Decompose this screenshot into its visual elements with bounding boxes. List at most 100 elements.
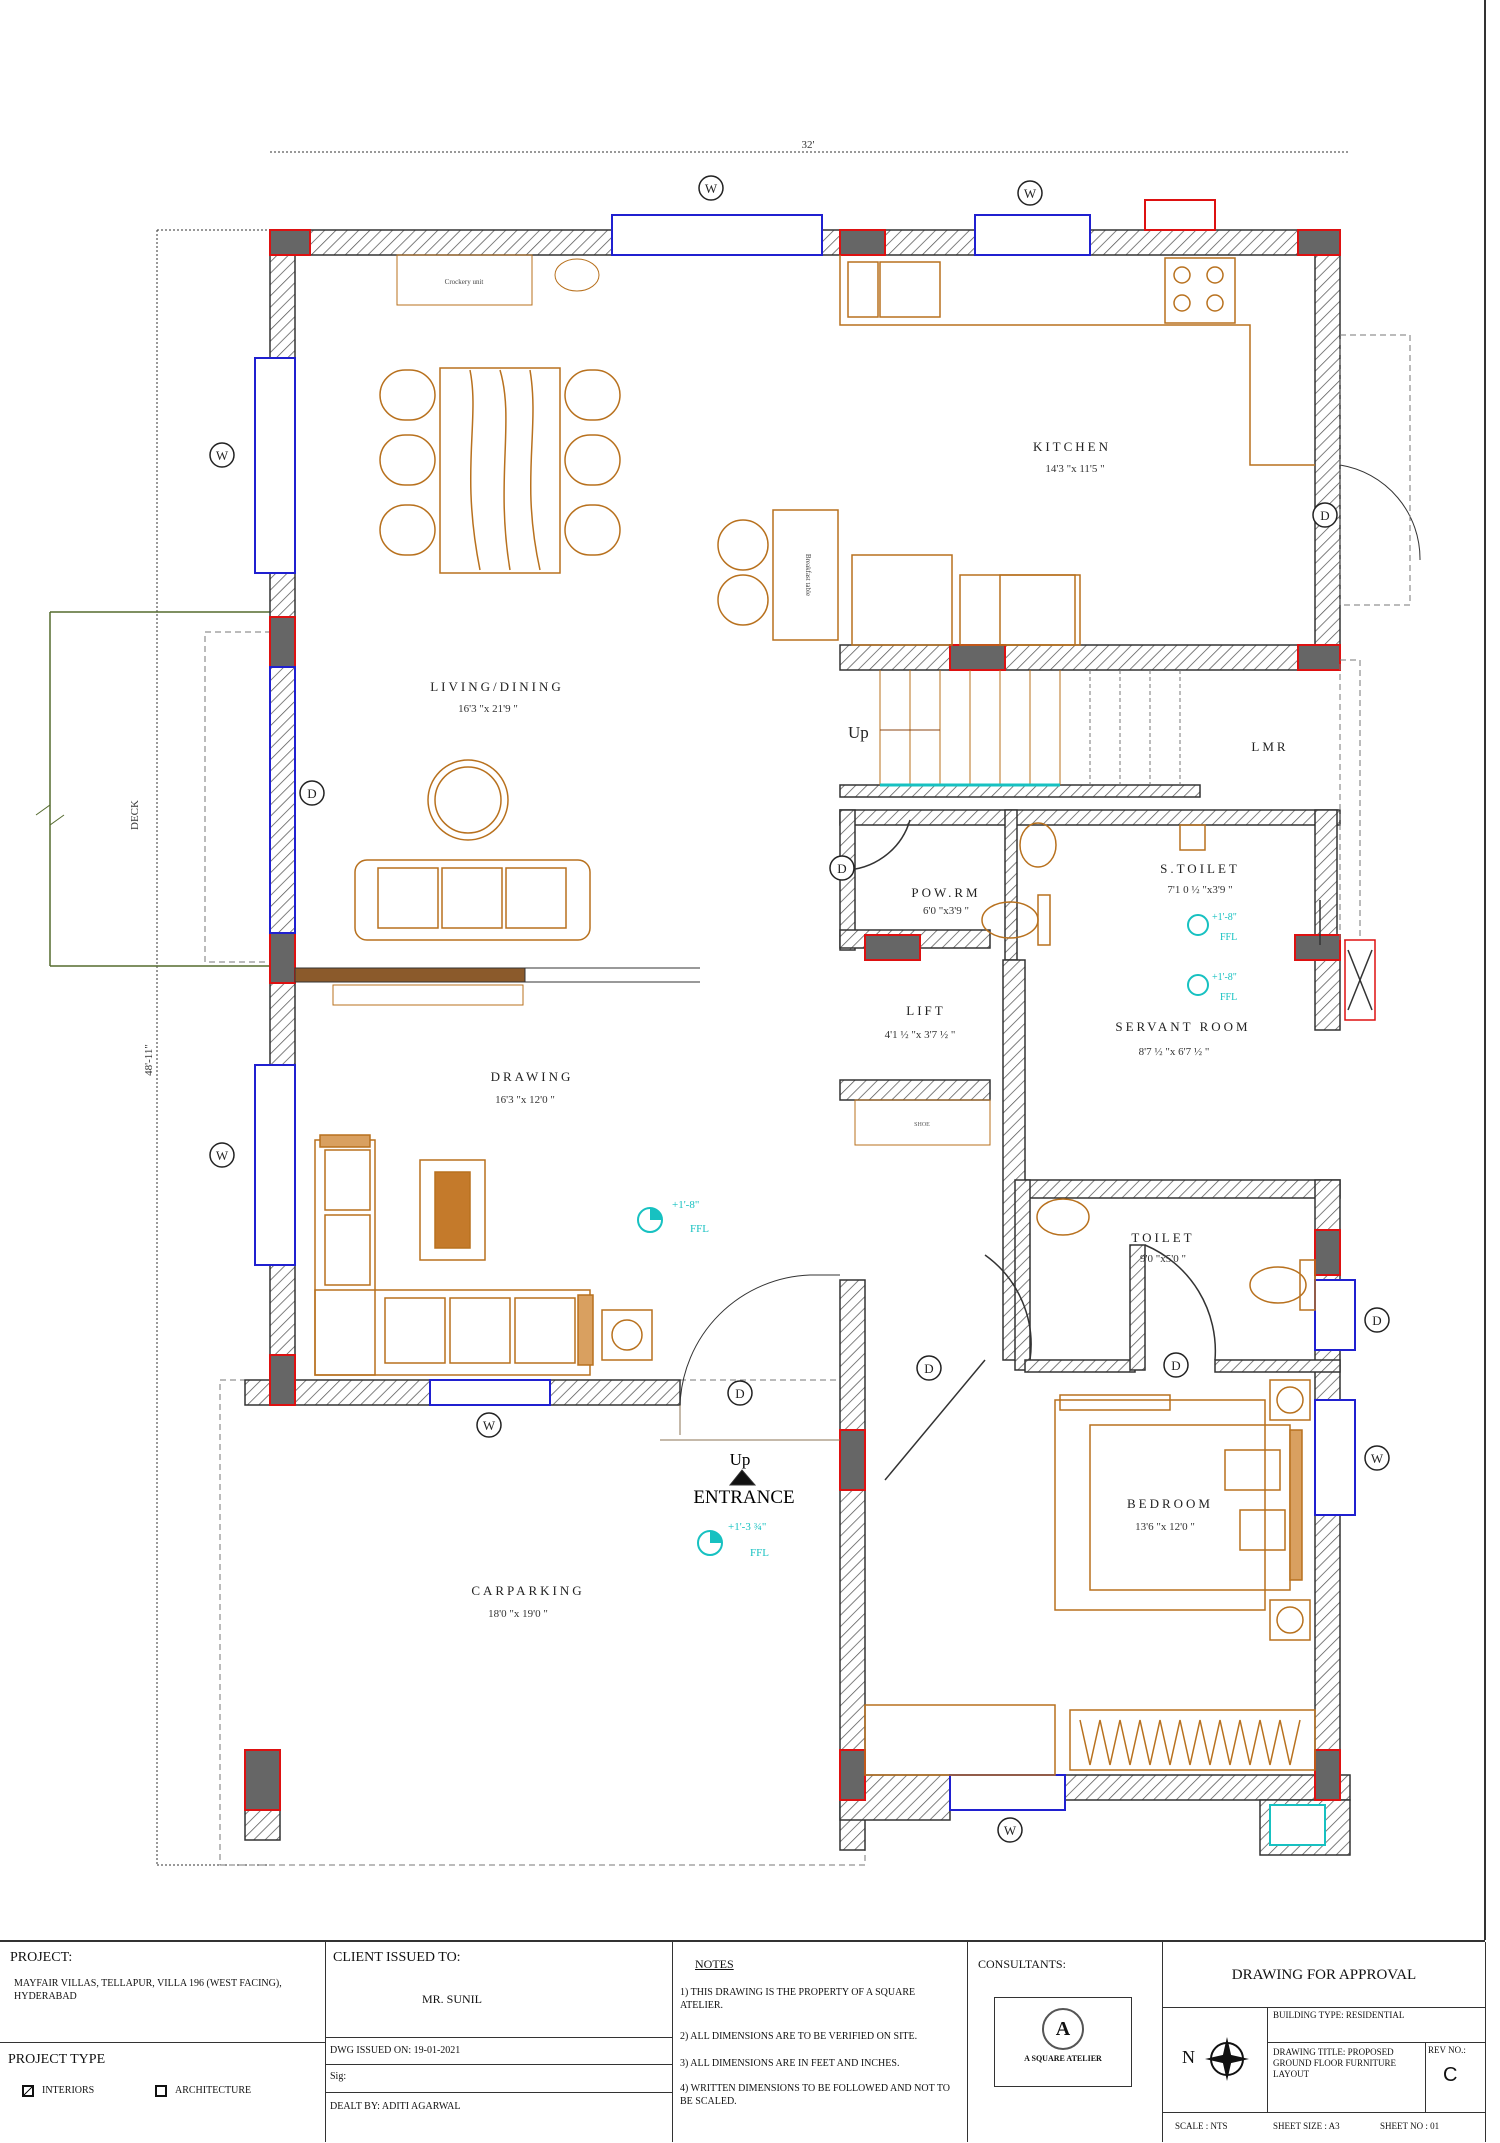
client-label: CLIENT ISSUED TO:: [333, 1950, 461, 1965]
svg-text:13'6 "x 12'0 ": 13'6 "x 12'0 ": [1135, 1521, 1195, 1533]
svg-text:W: W: [483, 1418, 496, 1433]
title-block: PROJECT: MAYFAIR VILLAS, TELLAPUR, VILLA…: [0, 1940, 1486, 2142]
crockery-unit: [396, 254, 533, 306]
stoilet-fixtures: [1179, 824, 1376, 1021]
svg-text:Crockery unit: Crockery unit: [445, 278, 484, 286]
kitchen-door: [1339, 334, 1421, 606]
svg-text:BEDROOM: BEDROOM: [1127, 1496, 1213, 1511]
svg-text:FFL: FFL: [690, 1223, 709, 1235]
dining-table: [379, 367, 621, 574]
svg-text:SERVANT ROOM: SERVANT ROOM: [1115, 1019, 1250, 1034]
rev-value: C: [1443, 2064, 1458, 2086]
dwg-issued: DWG ISSUED ON: 19-01-2021: [330, 2045, 461, 2056]
sink-basin: [554, 258, 600, 292]
logo-icon: A: [1042, 2008, 1084, 2050]
toilet-fixtures: [884, 1198, 1316, 1481]
client-value: MR. SUNIL: [422, 1992, 483, 2006]
svg-text:TOILET: TOILET: [1131, 1230, 1194, 1245]
building-type: BUILDING TYPE: RESIDENTIAL: [1273, 2010, 1405, 2020]
level-marker-2: +1'-3 ¾" FFL: [697, 1521, 769, 1559]
svg-text:DECK: DECK: [129, 800, 141, 830]
entrance-door: [660, 1274, 840, 1486]
svg-text:D: D: [307, 786, 316, 801]
svg-text:D: D: [924, 1361, 933, 1376]
windows: [254, 214, 1356, 1811]
side-dimension: 48'-11": [143, 229, 270, 1866]
stair-up-label: Up: [848, 723, 869, 742]
svg-text:SHOE: SHOE: [914, 1122, 930, 1128]
svg-text:48'-11": 48'-11": [143, 1044, 155, 1076]
consultant-logo: A A SQUARE ATELIER: [994, 1997, 1132, 2087]
architecture-option[interactable]: ARCHITECTURE: [155, 2084, 251, 2097]
approval-status: DRAWING FOR APPROVAL: [1231, 1967, 1417, 1983]
svg-text:D: D: [1320, 508, 1329, 523]
walls: [244, 229, 1351, 1856]
door-tags: D D D D D D: [299, 502, 1338, 1406]
svg-text:W: W: [1004, 1823, 1017, 1838]
svg-text:FFL: FFL: [750, 1547, 769, 1559]
svg-text:D: D: [837, 861, 846, 876]
svg-text:FFL: FFL: [1220, 992, 1237, 1003]
interiors-option[interactable]: INTERIORS: [22, 2084, 94, 2097]
room-labels: KITCHEN 14'3 "x 11'5 " LIVING/DINING 16'…: [430, 439, 1288, 1620]
drawing-title: DRAWING TITLE: PROPOSED GROUND FLOOR FUR…: [1273, 2047, 1397, 2079]
svg-text:S.TOILET: S.TOILET: [1160, 861, 1240, 876]
scale: SCALE : NTS: [1175, 2121, 1228, 2131]
svg-text:+1'-8": +1'-8": [1212, 912, 1237, 923]
svg-text:7'1 0 ½ "x3'9 ": 7'1 0 ½ "x3'9 ": [1167, 884, 1232, 896]
entrance-label: ENTRANCE: [693, 1487, 794, 1508]
svg-text:FFL: FFL: [1220, 932, 1237, 943]
kitchen-counter: [839, 255, 1315, 646]
svg-text:POW.RM: POW.RM: [911, 885, 980, 900]
shoe-rack: [854, 1099, 991, 1146]
sheet-size: SHEET SIZE : A3: [1273, 2121, 1340, 2131]
wardrobe: [864, 1704, 1316, 1776]
svg-text:6'0 "x3'9 ": 6'0 "x3'9 ": [923, 905, 969, 917]
svg-text:LIVING/DINING: LIVING/DINING: [430, 679, 564, 694]
svg-text:W: W: [216, 1148, 229, 1163]
svg-text:+1'-3 ¾": +1'-3 ¾": [728, 1521, 766, 1533]
svg-text:LMR: LMR: [1251, 739, 1288, 754]
dealt-by: DEALT BY: ADITI AGARWAL: [330, 2101, 461, 2112]
svg-text:14'3 "x 11'5 ": 14'3 "x 11'5 ": [1045, 463, 1104, 475]
top-dimension: 32': [270, 139, 1350, 153]
carparking-outline: [219, 1379, 866, 1866]
svg-text:CARPARKING: CARPARKING: [471, 1583, 584, 1598]
svg-text:16'3 "x 12'0 ": 16'3 "x 12'0 ": [495, 1094, 555, 1106]
breakfast-table: [717, 509, 839, 641]
svg-text:+1'-8": +1'-8": [1212, 972, 1237, 983]
living-sofa: [354, 759, 591, 941]
entrance-up-label: Up: [730, 1450, 751, 1469]
note-1: 1) THIS DRAWING IS THE PROPERTY OF A SQU…: [680, 1987, 916, 2011]
project-value: MAYFAIR VILLAS, TELLAPUR, VILLA 196 (WES…: [14, 1978, 282, 2002]
level-marker-1: +1'-8" FFL: [637, 1199, 709, 1235]
consultants-label: CONSULTANTS:: [978, 1957, 1066, 1971]
window-tags: W W W W W W W D: [209, 175, 1390, 1843]
level-marker-3: +1'-8" FFL: [1187, 912, 1237, 943]
drawing-l-sofa: [314, 1134, 653, 1376]
svg-text:32': 32': [802, 139, 815, 151]
kitchen-duct: [1144, 199, 1216, 231]
tv-console: [332, 984, 524, 1006]
svg-text:9'0 "x5'0 ": 9'0 "x5'0 ": [1140, 1253, 1186, 1265]
note-4: 4) WRITTEN DIMENSIONS TO BE FOLLOWED AND…: [680, 2083, 950, 2107]
project-type-label: PROJECT TYPE: [8, 2052, 106, 2067]
note-3: 3) ALL DIMENSIONS ARE IN FEET AND INCHES…: [680, 2058, 900, 2069]
svg-text:+1'-8": +1'-8": [672, 1199, 699, 1211]
sheet-no: SHEET NO : 01: [1380, 2121, 1440, 2131]
svg-text:18'0 "x 19'0 ": 18'0 "x 19'0 ": [488, 1608, 548, 1620]
checked-box-icon: [22, 2084, 34, 2097]
powder-room-fixtures: [839, 819, 1057, 946]
svg-text:Breakfast table: Breakfast table: [804, 554, 812, 596]
bedroom-shaft: [1269, 1804, 1326, 1846]
svg-text:8'7 ½ "x 6'7 ½ ": 8'7 ½ "x 6'7 ½ ": [1139, 1046, 1210, 1058]
svg-text:D: D: [1372, 1313, 1381, 1328]
notes-label: NOTES: [695, 1957, 734, 1971]
floor-plan: 32' 48'-11" DECK: [35, 0, 1486, 1940]
svg-text:DRAWING: DRAWING: [491, 1069, 574, 1084]
svg-text:W: W: [216, 448, 229, 463]
staircase: [879, 659, 1361, 941]
north-arrow: N: [1162, 2007, 1268, 2112]
svg-text:W: W: [1371, 1451, 1384, 1466]
rev-label: REV NO.:: [1428, 2045, 1466, 2055]
